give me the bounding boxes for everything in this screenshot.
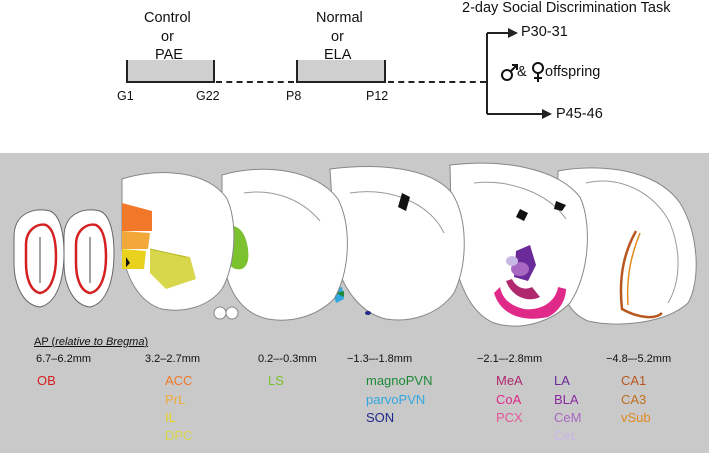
offspring-ampersand: & [517, 64, 527, 80]
postnatal-exposure-bar [296, 60, 386, 82]
group1-label-line3: PAE [155, 47, 183, 63]
label-acc: ACC [165, 373, 193, 388]
group1-label-line2: or [161, 29, 174, 45]
coord-hyp: −1.3–-1.8mm [347, 353, 413, 365]
section-septum [213, 168, 348, 321]
section-hypothalamus [329, 166, 465, 321]
female-symbol-icon [532, 62, 544, 82]
label-il: IL [165, 410, 176, 425]
label-bla: BLA [554, 392, 579, 407]
branch-arrows [486, 28, 552, 119]
label-cem: CeM [554, 410, 582, 425]
label-ca3: CA3 [621, 392, 647, 407]
coord-amy: −2.1–-2.8mm [477, 353, 543, 365]
ap-prefix: AP ( [34, 336, 56, 348]
postnatal-baseline [296, 81, 386, 83]
coord-hip: −4.8–-5.2mm [606, 353, 672, 365]
brain-sections-figure [13, 162, 697, 327]
label-coa: CoA [496, 392, 522, 407]
ap-header: AP (relative to Bregma) [34, 336, 148, 348]
coord-ls: 0.2–-0.3mm [258, 353, 317, 365]
offspring-label: offspring [545, 64, 601, 80]
tick-g1: G1 [117, 89, 134, 103]
gap-dash-1 [216, 81, 294, 83]
label-prl: PrL [165, 392, 186, 407]
ap-suffix: ) [144, 336, 149, 348]
tick-p8: P8 [286, 89, 302, 103]
prenatal-exposure-bar [126, 60, 215, 82]
group2-label-line3: ELA [324, 47, 352, 63]
group2-label-line2: or [331, 29, 344, 45]
ap-italic: relative to Bregma [55, 336, 145, 348]
label-la: LA [554, 373, 570, 388]
group2-label-line1: Normal [316, 10, 363, 26]
section-amygdala [449, 162, 588, 327]
label-pcx: PCX [496, 410, 523, 425]
coord-pfc: 3.2–2.7mm [145, 353, 201, 365]
label-magnopvn: magnoPVN [366, 373, 433, 388]
section-olfactory-bulb [13, 209, 115, 308]
prenatal-baseline [126, 81, 215, 83]
section-hippocampus [557, 167, 697, 325]
label-parvopvn: parvoPVN [366, 392, 426, 407]
male-symbol-icon [501, 64, 518, 81]
tick-p12: P12 [366, 89, 389, 103]
task-title: 2-day Social Discrimination Task [462, 0, 671, 16]
coord-ob: 6.7–6.2mm [36, 353, 92, 365]
label-cel: CeL [554, 428, 578, 443]
gap-dash-2 [388, 81, 486, 83]
label-vsub: vSub [621, 410, 651, 425]
brain-atlas-panel: AP (relative to Bregma) 6.7–6.2mm 3.2–2.… [0, 153, 709, 453]
section-prefrontal [121, 172, 235, 311]
group1-label-line1: Control [144, 10, 191, 26]
label-mea: MeA [496, 373, 523, 388]
tick-g22: G22 [196, 89, 220, 103]
label-ls: LS [268, 373, 284, 388]
label-ca1: CA1 [621, 373, 647, 388]
label-son: SON [366, 410, 395, 425]
label-dpc: DPC [165, 428, 193, 443]
outcome-p30: P30-31 [521, 24, 568, 40]
outcome-p45: P45-46 [556, 106, 603, 122]
label-ob: OB [37, 373, 56, 388]
